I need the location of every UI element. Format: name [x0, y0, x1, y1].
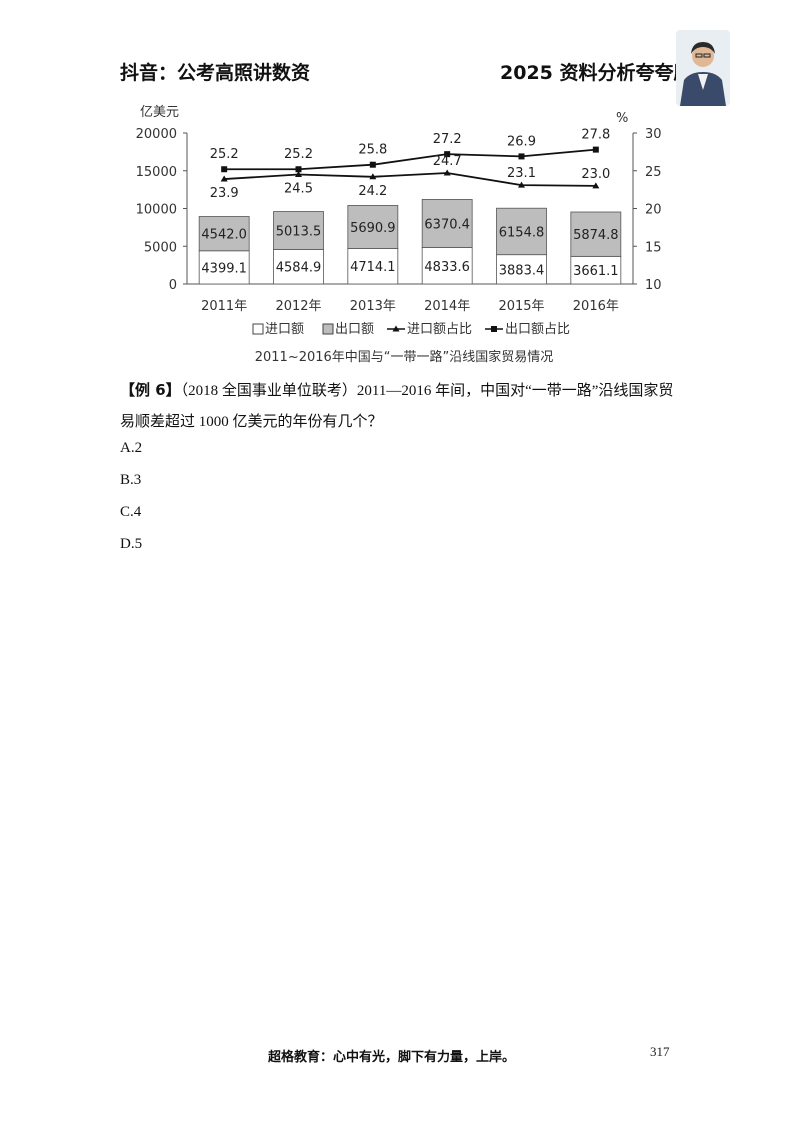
bar-import-label: 4399.1 [201, 261, 247, 276]
bar-export-label: 5874.8 [573, 228, 619, 243]
right-tick-label: 30 [645, 127, 662, 142]
left-tick-label: 15000 [136, 165, 177, 180]
legend-import-label: 进口额 [265, 322, 304, 337]
bar-import-label: 4833.6 [424, 260, 470, 275]
option-a[interactable]: A.2 [120, 440, 143, 456]
point-import-share [518, 181, 525, 188]
export-share-label: 26.9 [507, 134, 536, 149]
option-b[interactable]: B.3 [120, 472, 142, 488]
right-axis-unit: % [616, 111, 628, 126]
right-tick-label: 10 [645, 278, 662, 293]
bar-export [421, 199, 473, 248]
left-axis-unit: 亿美元 [140, 105, 179, 120]
export-share-label: 25.2 [284, 147, 313, 162]
right-tick-label: 20 [645, 203, 662, 218]
export-share-label: 25.2 [210, 147, 239, 162]
question-text: （2018 全国事业单位联考）2011—2016 年间，中国对“一带一路”沿线国… [120, 383, 674, 430]
header-right-title: 2025 资料分析夸夸刷 [500, 62, 693, 84]
question-block: 【例 6】（2018 全国事业单位联考）2011—2016 年间，中国对“一带一… [120, 375, 680, 438]
right-tick-label: 25 [645, 165, 662, 180]
left-tick-label: 20000 [136, 127, 177, 142]
bar-export [198, 216, 250, 252]
bar-import-label: 3883.4 [499, 263, 545, 278]
bar-export [570, 211, 622, 257]
x-tick-label: 2014年 [424, 299, 470, 314]
bar-import [198, 250, 250, 285]
right-tick-label: 15 [645, 240, 662, 255]
bar-import [421, 247, 473, 285]
question-label: 【例 6】 [120, 381, 181, 399]
legend-export-share-marker [491, 326, 497, 332]
point-import-share [443, 169, 451, 176]
left-tick-label: 0 [169, 278, 177, 293]
legend-export-swatch [322, 323, 334, 335]
point-export-share [295, 166, 302, 173]
bar-export [347, 205, 399, 249]
presenter-avatar [676, 30, 730, 106]
page-number: 317 [650, 1044, 670, 1059]
bar-import-label: 4714.1 [350, 260, 396, 275]
left-tick-label: 10000 [136, 203, 177, 218]
bar-export-label: 4542.0 [201, 228, 247, 243]
legend-export-label: 出口额 [335, 322, 374, 337]
bar-import [496, 254, 547, 285]
footer-slogan: 超格教育：心中有光，脚下有力量，上岸。 [268, 1050, 516, 1065]
x-tick-label: 2012年 [275, 299, 321, 314]
bar-export-label: 5013.5 [276, 224, 322, 239]
point-import-share [592, 182, 600, 189]
x-tick-label: 2016年 [573, 299, 619, 314]
bar-export [496, 207, 547, 256]
header-left-title: 抖音：公考高照讲数资 [120, 62, 311, 84]
point-import-share [369, 173, 377, 180]
legend-import-share-label: 进口额占比 [407, 322, 472, 337]
x-tick-label: 2015年 [498, 299, 544, 314]
export-share-label: 27.8 [581, 128, 610, 143]
option-c[interactable]: C.4 [120, 504, 142, 520]
point-export-share [592, 146, 599, 153]
bar-import [347, 248, 399, 285]
point-export-share [221, 166, 228, 173]
import-share-label: 24.2 [358, 184, 387, 199]
import-share-label: 24.5 [284, 182, 313, 197]
bar-import-label: 4584.9 [276, 261, 322, 276]
line-export-share [224, 148, 596, 171]
legend-export-share-label: 出口额占比 [505, 322, 570, 337]
bar-import [273, 248, 324, 285]
x-tick-label: 2011年 [201, 299, 247, 314]
export-share-label: 27.2 [433, 132, 462, 147]
point-export-share [369, 161, 376, 168]
bar-export-label: 6370.4 [424, 217, 470, 232]
trade-chart: 亿美元 % 2011~2016年中国与“一带一路”沿线国家贸易情况 0 5000 1… [0, 0, 800, 380]
line-import-share [224, 172, 596, 187]
legend-import-swatch [252, 323, 264, 335]
chart-static: 亿美元 % 2011~2016年中国与“一带一路”沿线国家贸易情况 [140, 105, 628, 365]
bar-import-label: 3661.1 [573, 264, 619, 279]
option-d[interactable]: D.5 [120, 536, 143, 552]
bar-export [273, 211, 324, 250]
x-tick-label: 2013年 [350, 299, 396, 314]
import-share-label: 24.7 [433, 154, 462, 169]
presenter-photo-icon [676, 30, 730, 106]
point-import-share [220, 175, 228, 182]
chart-svg: 亿美元 % 2011~2016年中国与“一带一路”沿线国家贸易情况 0 5000 1… [136, 105, 662, 365]
import-share-label: 23.0 [581, 167, 610, 182]
bar-export-label: 5690.9 [350, 221, 396, 236]
chart-title: 2011~2016年中国与“一带一路”沿线国家贸易情况 [255, 349, 554, 365]
import-share-label: 23.1 [507, 166, 536, 181]
point-export-share [444, 151, 451, 158]
import-share-label: 23.9 [210, 186, 239, 201]
point-export-share [518, 153, 525, 160]
left-tick-label: 5000 [144, 240, 177, 255]
bar-export-label: 6154.8 [499, 225, 545, 240]
point-import-share [295, 171, 302, 178]
legend-import-share-marker [392, 325, 400, 332]
export-share-label: 25.8 [358, 143, 387, 158]
